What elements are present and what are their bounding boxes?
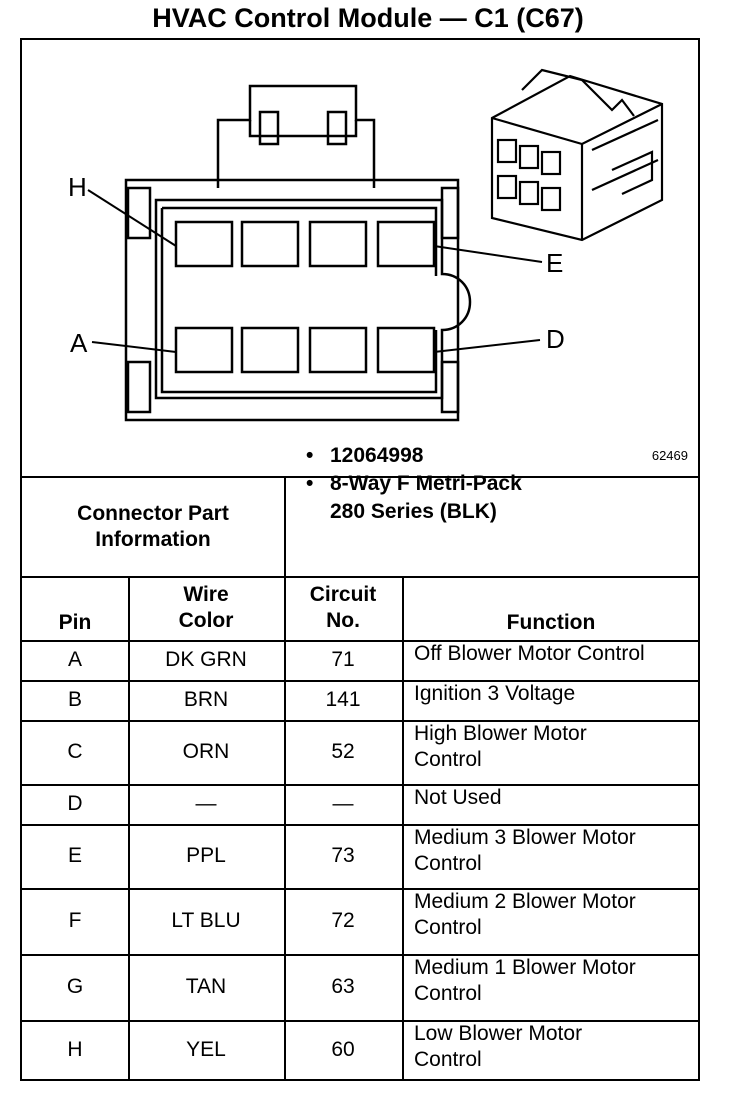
connector-description-line2: 280 Series (BLK) <box>330 500 497 523</box>
column-header-wire-line2: Color <box>178 609 234 632</box>
table-cell-wire-color: ORN <box>182 739 230 763</box>
table-cell-wire-color: LT BLU <box>171 908 241 932</box>
table-cell-circuit: 141 <box>325 687 361 711</box>
rule-row <box>22 954 698 956</box>
table-cell-circuit: 63 <box>331 974 355 998</box>
page-title: HVAC Control Module — C1 (C67) <box>152 3 584 33</box>
table-cell-wire-color: PPL <box>186 843 226 867</box>
function-text-line1: Medium 3 Blower Motor <box>414 826 636 849</box>
connector-info-label-text: Connector Part Information <box>77 502 229 551</box>
rule-row <box>22 824 698 826</box>
table-cell-pin: G <box>66 974 84 998</box>
function-text-line1: Medium 2 Blower Motor <box>414 890 636 913</box>
connector-face-drawing <box>87 68 664 422</box>
table-cell-function: Ignition 3 Voltage <box>402 681 700 718</box>
table-cell-pin: D <box>67 791 83 815</box>
part-number: 12064998 <box>330 444 424 467</box>
connector-description-line1: 8-Way F Metri-Pack <box>330 472 522 495</box>
table-cell-circuit: 60 <box>331 1038 355 1061</box>
pin-label-h: H <box>68 172 87 202</box>
function-text-line1: High Blower Motor <box>414 722 587 745</box>
rule-col-wire <box>284 640 286 1081</box>
rule-col-pin <box>128 576 130 1081</box>
table-cell-circuit: — <box>332 791 354 815</box>
connector-sheet: H E A D 62469 Connector Part Information <box>20 38 700 1081</box>
rule-col-circuit <box>402 576 404 1081</box>
function-text-line2: Control <box>414 852 482 875</box>
function-text-line1: Ignition 3 Voltage <box>414 682 576 705</box>
function-text-line2: Control <box>414 982 482 1005</box>
connector-info-details: • 12064998 • 8-Way F Metri-Pack 280 Series… <box>306 442 522 526</box>
function-text-line1: Not Used <box>414 786 502 809</box>
bullet: • <box>306 444 314 467</box>
table-cell-pin: B <box>67 687 82 711</box>
connector-diagram: H E A D 62469 <box>22 40 698 476</box>
table-cell-circuit: 52 <box>331 739 355 763</box>
table-cell-wire-color: — <box>195 791 217 815</box>
function-text-line1: Low Blower Motor <box>414 1022 583 1045</box>
rule-info-divider <box>284 476 286 640</box>
rule-row <box>22 1020 698 1022</box>
rule-diagram-bottom <box>22 476 698 478</box>
connector-info-label: Connector Part Information <box>22 478 284 576</box>
column-header-function: Function <box>506 611 596 634</box>
column-header-circuit-line1: Circuit <box>309 583 377 606</box>
table-cell-pin: E <box>67 843 82 867</box>
table-cell-wire-color: YEL <box>186 1038 226 1061</box>
column-header-wire-line1: Wire <box>183 583 229 606</box>
table-cell-circuit: 72 <box>331 908 355 932</box>
pin-label-a: A <box>70 328 88 358</box>
column-header-wire-color: Wire Color <box>128 576 284 640</box>
column-header-circuit: Circuit No. <box>284 576 402 640</box>
figure-number: 62469 <box>651 448 688 463</box>
function-text-line2: Control <box>414 916 482 939</box>
table-cell-circuit: 71 <box>331 647 355 671</box>
table-cell-pin: F <box>68 908 82 932</box>
table-cell-function: Not Used <box>402 785 700 822</box>
table-cell-function: Off Blower Motor Control <box>402 641 700 678</box>
table-cell-wire-color: BRN <box>183 687 229 711</box>
function-text-line2: Control <box>414 1048 482 1071</box>
rule-header-bottom <box>22 640 698 642</box>
rule-row <box>22 888 698 890</box>
table-cell-wire-color: TAN <box>185 974 227 998</box>
table-cell-wire-color: DK GRN <box>165 647 247 671</box>
rule-info-bottom <box>22 576 698 578</box>
function-text-line1: Off Blower Motor Control <box>414 642 645 665</box>
rule-row <box>22 784 698 786</box>
table-cell-pin: C <box>67 739 83 763</box>
rule-row <box>22 720 698 722</box>
bullet: • <box>306 472 314 495</box>
pin-label-e: E <box>546 248 564 278</box>
column-header-pin: Pin <box>58 611 92 634</box>
function-text-line2: Control <box>414 748 482 771</box>
table-cell-pin: H <box>67 1038 83 1061</box>
function-text-line1: Medium 1 Blower Motor <box>414 956 636 979</box>
table-cell-pin: A <box>67 647 82 671</box>
table-cell-circuit: 73 <box>331 843 355 867</box>
rule-row <box>22 680 698 682</box>
pin-label-d: D <box>546 324 565 354</box>
column-header-circuit-line2: No. <box>326 609 360 632</box>
